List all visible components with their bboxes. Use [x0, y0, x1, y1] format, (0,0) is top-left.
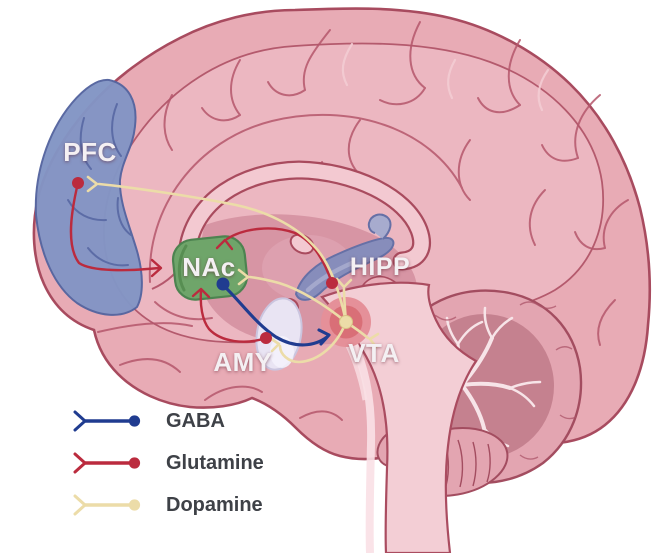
dopamine-pathway-vta-to-pfc — [97, 182, 348, 324]
hipp-curl — [367, 213, 392, 240]
pfc-body — [34, 78, 143, 316]
dopamine-pathways — [86, 175, 380, 364]
gaba-pathway-nac-to-vta — [221, 283, 329, 347]
glutamine-terminal-fork-nac-bottom — [191, 287, 211, 299]
vta-dopamine-soma-dot — [339, 315, 353, 329]
dopamine-pathway-vta-to-amy — [278, 320, 348, 364]
dopamine-pathway-vta-to-nac — [248, 275, 348, 324]
amy-glutamine-soma-dot — [260, 332, 272, 344]
brainstem — [320, 275, 478, 553]
legend-item-glutamine: Glutamine — [72, 442, 264, 484]
legend-label-dopamine: Dopamine — [166, 493, 263, 516]
glutamine-terminal-fork-nac-top — [215, 238, 234, 251]
dopamine-terminal-fork-nac — [237, 268, 250, 286]
glutamine-terminal-fork-nac-left — [150, 258, 163, 278]
gaba-terminal-fork-vta — [317, 328, 331, 346]
nac-label: NAc — [182, 252, 236, 282]
glutamine-pathway-symbol — [73, 452, 141, 474]
cortex-highlight-lines — [341, 42, 550, 112]
brainstem-body — [320, 281, 478, 553]
pfc-sulci-lines — [67, 103, 132, 267]
nac-shade — [177, 244, 188, 292]
pfc-glutamine-soma-dot — [72, 177, 84, 189]
hipp-body — [294, 236, 395, 301]
legend: GABA Glutamine Dopamine — [72, 400, 264, 526]
vta-label: VTA — [348, 338, 400, 368]
hipp-glutamine-soma-dot — [326, 277, 338, 289]
amy-label: AMY — [213, 347, 272, 377]
dopamine-terminal-fork-vta-right — [368, 332, 380, 349]
cortex-sulci-lines — [97, 21, 629, 421]
glutamine-pathway-hipp-to-nac — [225, 227, 334, 285]
hipp-region — [294, 213, 395, 301]
legend-item-gaba: GABA — [72, 400, 264, 442]
hipp-label: HIPP — [350, 253, 410, 281]
dopamine-pathway-symbol — [73, 494, 141, 516]
nac-gaba-soma-dot — [216, 277, 230, 291]
brainstem-highlight — [348, 338, 376, 553]
pfc-region — [34, 78, 143, 316]
legend-label-gaba: GABA — [166, 409, 225, 432]
gaba-pathway-symbol — [73, 410, 141, 432]
glutamine-pathways — [69, 181, 334, 343]
glutamine-soma-dots — [72, 177, 338, 344]
corpus-callosum-band — [179, 162, 429, 269]
region-labels: PFC NAc HIPP AMY VTA — [63, 137, 410, 377]
gaba-pathways — [221, 283, 331, 347]
dopamine-terminal-fork-pfc — [86, 175, 99, 193]
legend-label-glutamine: Glutamine — [166, 451, 264, 474]
pfc-label: PFC — [63, 137, 117, 167]
dopamine-terminal-fork-hipp — [335, 277, 353, 289]
glutamine-pathway-pfc-to-nac — [69, 181, 161, 272]
legend-item-dopamine: Dopamine — [72, 484, 264, 526]
glutamine-pathway-amy-to-nac — [199, 289, 268, 343]
